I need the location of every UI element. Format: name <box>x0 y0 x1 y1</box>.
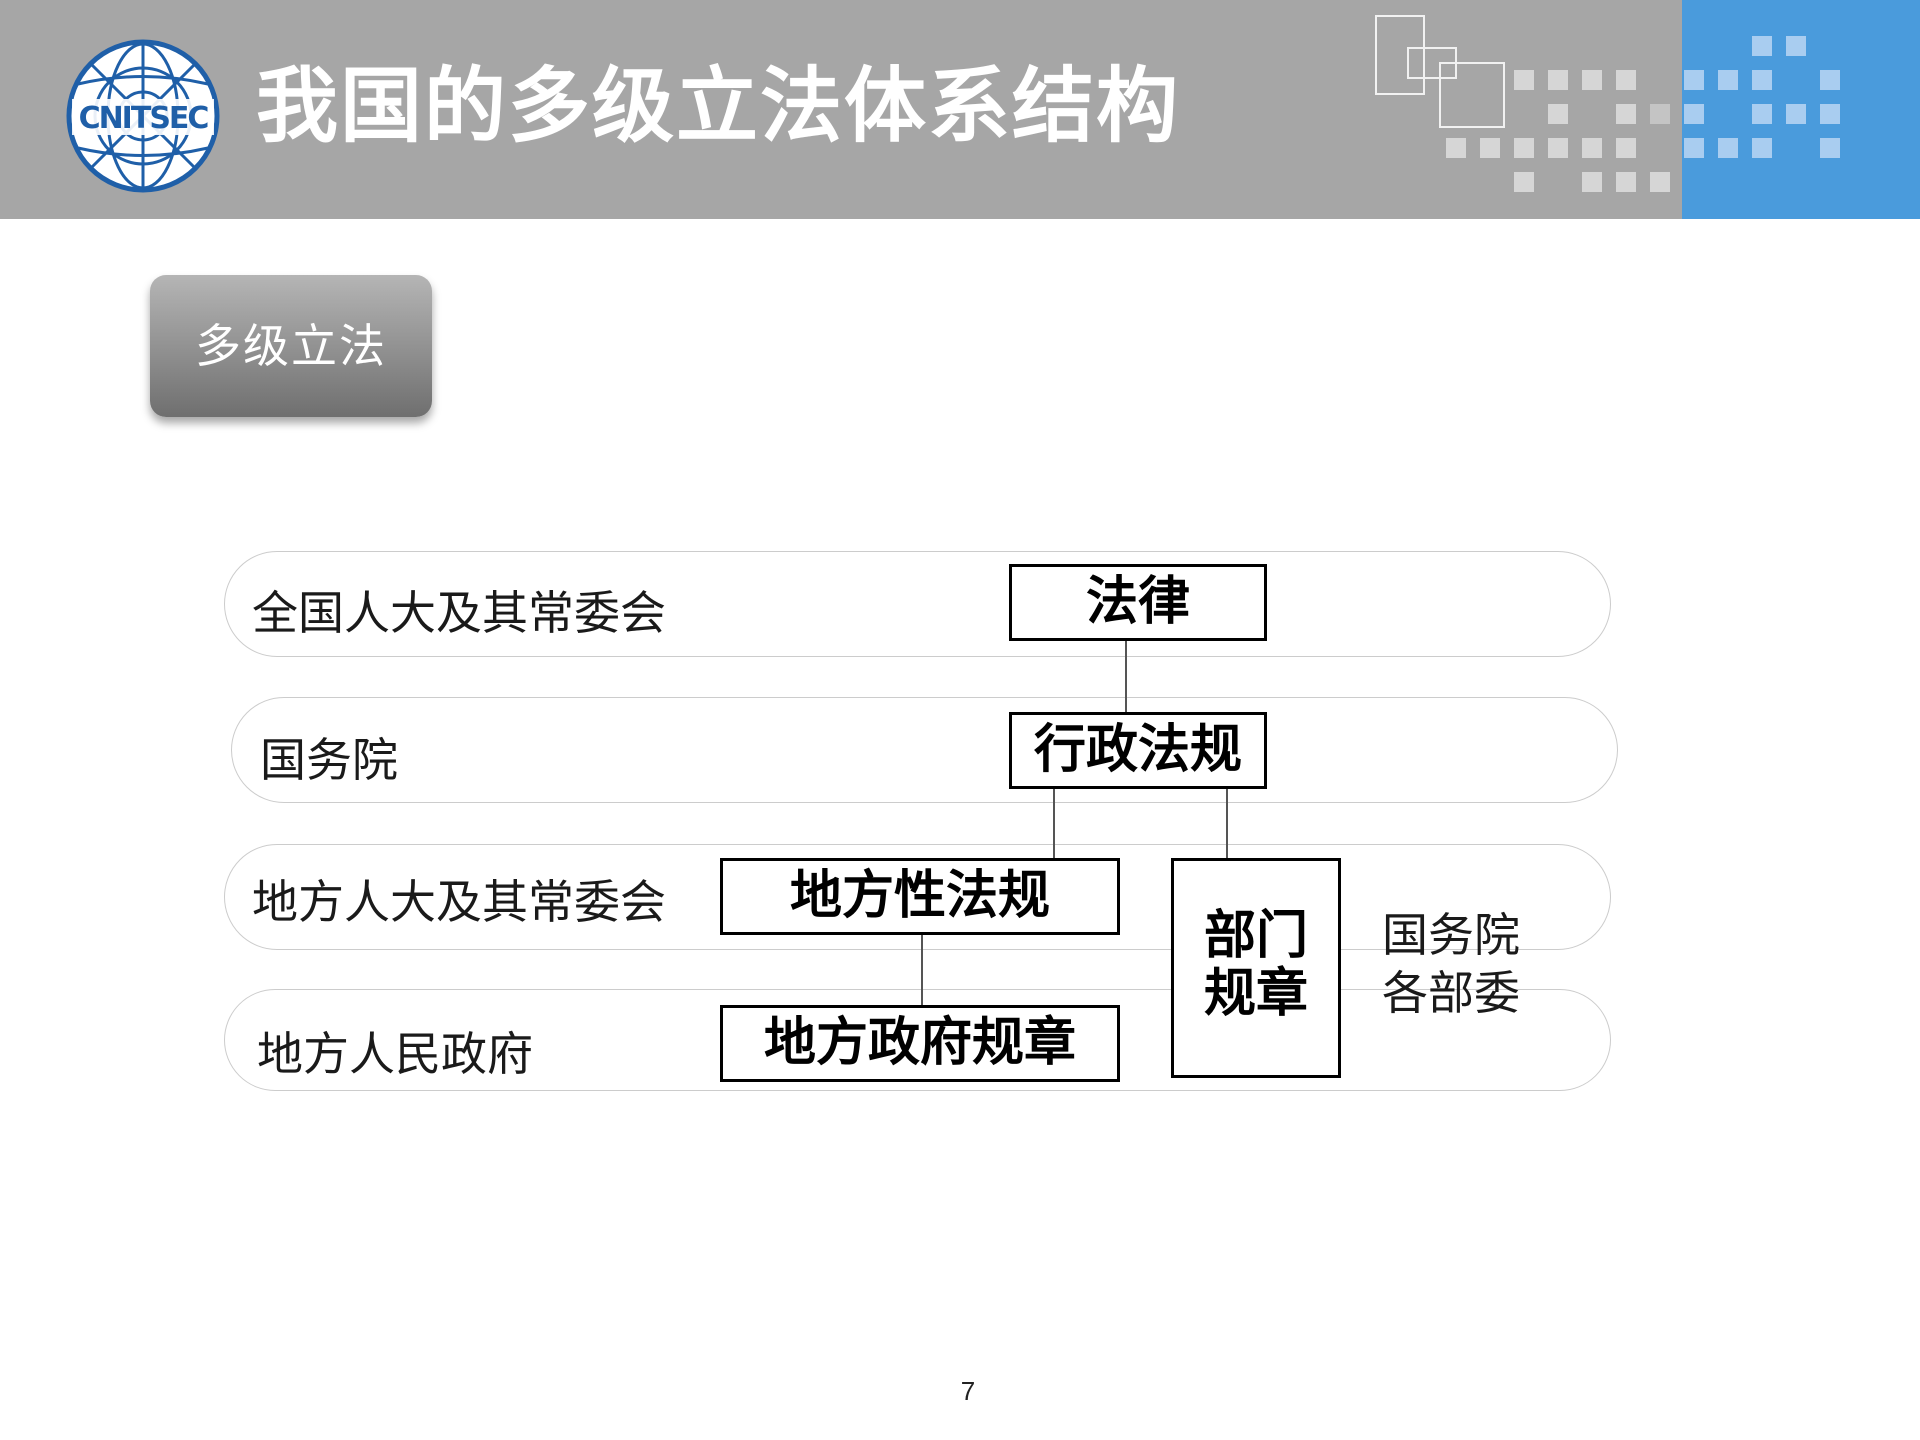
box-local-regulations: 地方性法规 <box>720 858 1120 935</box>
department-rules-line1: 部门 <box>1203 906 1308 966</box>
department-issuer-line1: 国务院 <box>1382 908 1520 962</box>
cnitsec-logo: CNITSEC <box>66 39 220 193</box>
department-issuer-label: 国务院 各部委 <box>1382 906 1520 1022</box>
box-administrative-regulations: 行政法规 <box>1009 712 1267 789</box>
level-label-local-congress: 地方人大及其常委会 <box>252 875 666 929</box>
section-tag-multilevel-legislation[interactable]: 多级立法 <box>150 275 432 417</box>
page-title: 我国的多级立法体系结构 <box>256 59 1181 154</box>
box-law: 法律 <box>1009 564 1267 641</box>
level-label-national: 全国人大及其常委会 <box>252 586 666 640</box>
level-label-state-council: 国务院 <box>260 733 398 787</box>
department-issuer-line2: 各部委 <box>1382 966 1520 1020</box>
page-number: 7 <box>960 1376 976 1406</box>
level-label-local-government: 地方人民政府 <box>257 1027 533 1081</box>
box-local-government-rules: 地方政府规章 <box>720 1005 1120 1082</box>
decorative-squares-pattern <box>1375 15 1840 192</box>
logo-text: CNITSEC <box>79 101 209 136</box>
box-department-rules: 部门 规章 <box>1171 858 1341 1078</box>
level-band-national <box>224 551 1611 657</box>
level-band-state-council <box>231 697 1618 803</box>
department-rules-line2: 规章 <box>1203 964 1308 1024</box>
